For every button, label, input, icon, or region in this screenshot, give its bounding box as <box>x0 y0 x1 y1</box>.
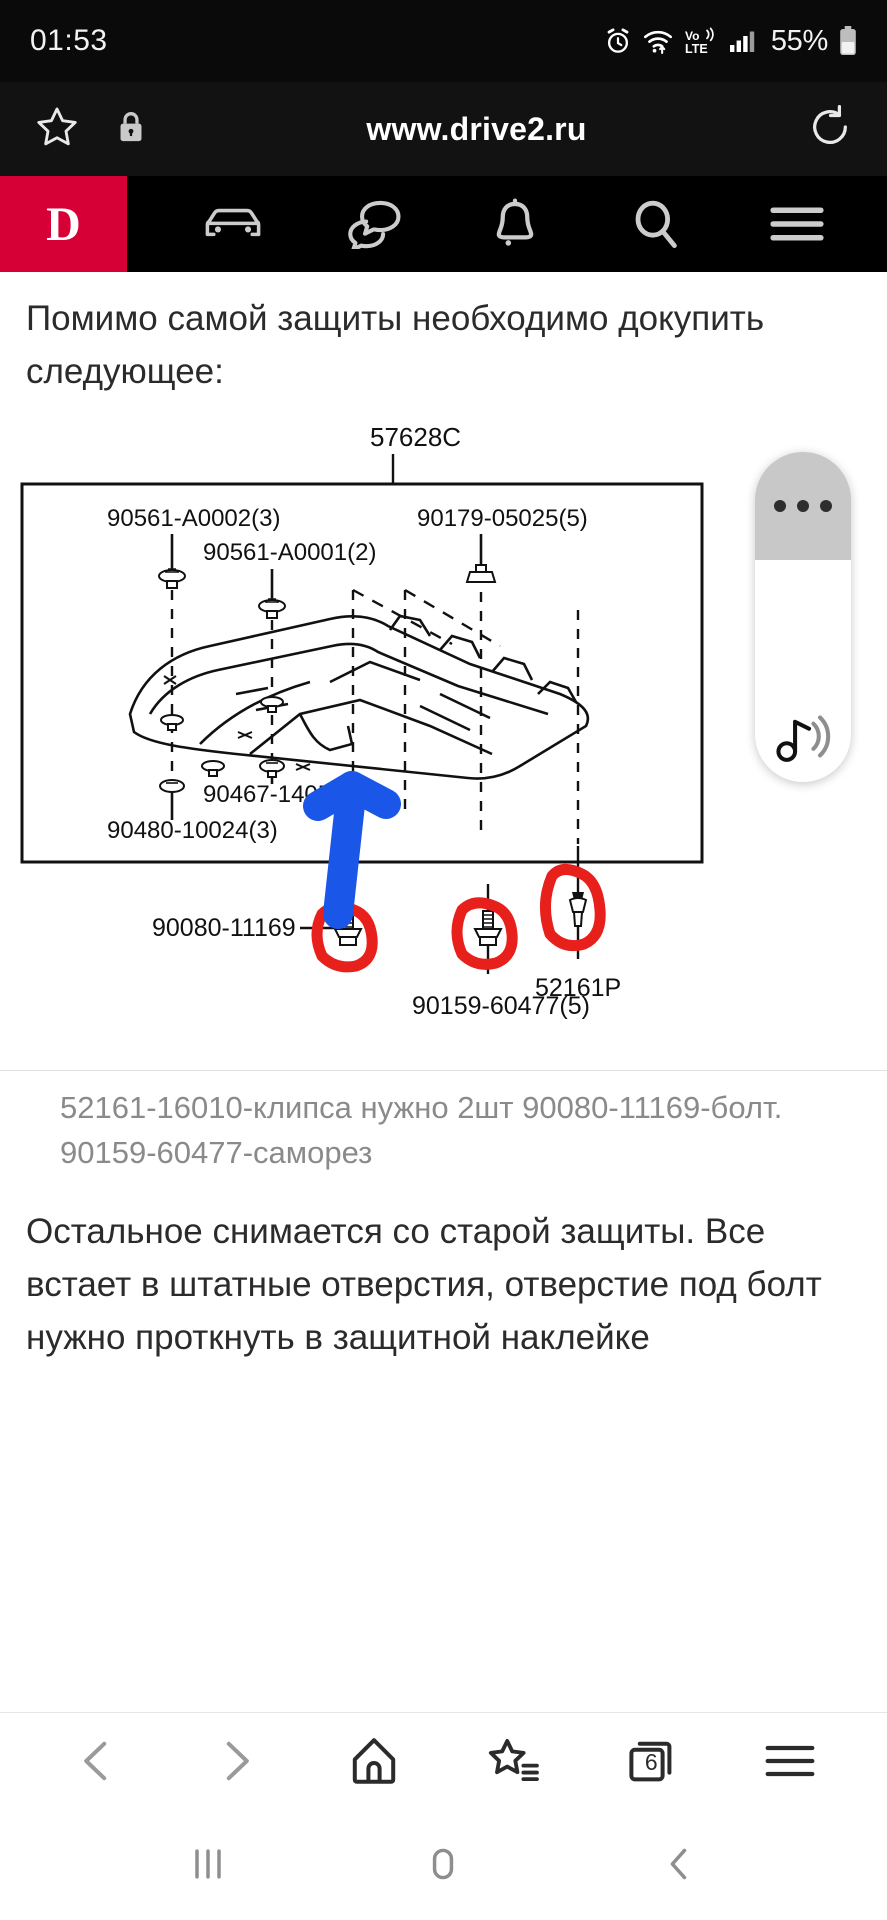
diagram-label-52161P: 52161P <box>535 974 621 1002</box>
lock-icon[interactable] <box>116 110 146 149</box>
home-button-icon[interactable] <box>398 1819 488 1909</box>
more-dots-icon <box>797 500 809 512</box>
article-paragraph-2: Остальное снимается со старой защиты. Вс… <box>26 1212 822 1357</box>
floating-music-widget[interactable] <box>755 452 851 782</box>
battery-percent-label: 55% <box>770 24 828 57</box>
music-note-icon[interactable] <box>755 710 851 766</box>
undercover-outline <box>128 614 590 780</box>
svg-text:Vo: Vo <box>685 29 699 43</box>
svg-text:LTE: LTE <box>685 42 708 55</box>
more-dots-icon <box>774 500 786 512</box>
diagram-label-90080-11169: 90080-11169 <box>152 914 296 942</box>
url-text[interactable]: www.drive2.ru <box>366 110 587 147</box>
status-clock: 01:53 <box>30 24 108 57</box>
wifi-icon <box>643 27 673 55</box>
red-annotation-circle-3 <box>540 864 606 952</box>
tabs-icon[interactable]: 6 <box>608 1718 694 1804</box>
car-icon[interactable] <box>195 186 271 262</box>
alarm-icon <box>604 27 632 55</box>
widget-drag-handle[interactable] <box>755 452 851 560</box>
browser-menu-icon[interactable] <box>747 1718 833 1804</box>
android-system-nav <box>0 1808 887 1920</box>
parts-diagram-svg: 57628C 90561-A0002(3) 90561-A0001(2) 901… <box>20 422 704 1020</box>
comments-icon[interactable] <box>336 186 412 262</box>
diagram-label-90561-A0001: 90561-A0001(2) <box>203 539 376 566</box>
parts-diagram: 57628C 90561-A0002(3) 90561-A0001(2) 901… <box>0 414 887 1064</box>
battery-icon <box>839 26 857 56</box>
widget-body[interactable] <box>755 560 851 782</box>
diagram-label-90159-60477: 90159-60477(5) <box>412 992 590 1020</box>
status-icons: Vo LTE 55% <box>604 25 857 58</box>
article-content: Помимо самой защиты необходимо докупить … <box>0 272 887 1712</box>
site-nav <box>127 176 887 272</box>
signal-icon <box>729 27 757 55</box>
browser-url-bar[interactable]: www.drive2.ru <box>0 82 887 176</box>
site-header: D <box>0 176 887 272</box>
red-annotation-circle-2 <box>451 897 518 970</box>
url-bar-right-icons <box>807 104 853 155</box>
diagram-label-90179-05025: 90179-05025(5) <box>417 505 588 532</box>
back-button-icon[interactable] <box>634 1819 724 1909</box>
recents-icon[interactable] <box>163 1819 253 1909</box>
bolt-glyph-90159 <box>473 910 503 946</box>
back-icon[interactable] <box>54 1718 140 1804</box>
url-bar-left-icons <box>34 104 146 155</box>
menu-icon[interactable] <box>759 186 835 262</box>
forward-icon[interactable] <box>193 1718 279 1804</box>
figure-caption: 52161-16010-клипса нужно 2шт 90080-11169… <box>0 1070 887 1175</box>
home-icon[interactable] <box>331 1718 417 1804</box>
diagram-label-90561-A0002: 90561-A0002(3) <box>107 505 280 532</box>
volte-icon: Vo LTE <box>684 27 718 55</box>
bell-icon[interactable] <box>477 186 553 262</box>
status-bar: 01:53 <box>0 0 887 82</box>
fastener-glyph-group-top <box>158 564 497 619</box>
browser-bottom-bar: 6 <box>0 1712 887 1808</box>
diagram-label-90480-10024: 90480-10024(3) <box>107 817 278 844</box>
diagram-label-57628C: 57628C <box>370 422 461 452</box>
clip-glyph-52161P <box>568 892 588 927</box>
reload-icon[interactable] <box>807 104 853 155</box>
tab-count-label: 6 <box>644 1748 658 1775</box>
bookmarks-icon[interactable] <box>470 1718 556 1804</box>
fastener-glyph-group-body <box>160 696 284 777</box>
blue-annotation-arrow <box>303 771 401 929</box>
star-icon[interactable] <box>34 104 80 155</box>
search-icon[interactable] <box>618 186 694 262</box>
drive2-logo[interactable]: D <box>0 176 127 272</box>
more-dots-icon <box>820 500 832 512</box>
article-paragraph-1: Помимо самой защиты необходимо докупить … <box>26 299 765 391</box>
